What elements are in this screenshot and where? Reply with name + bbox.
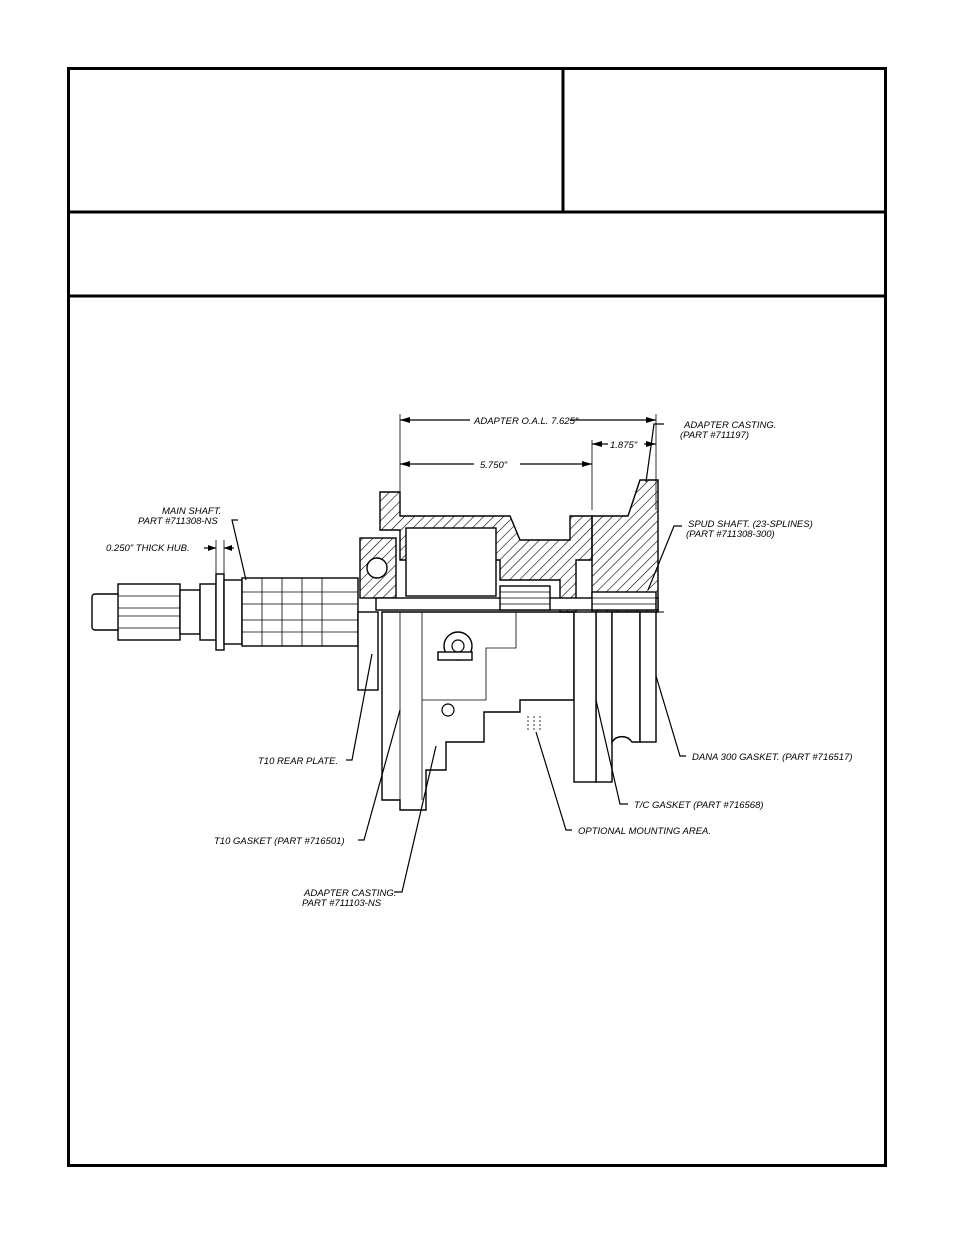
label-spud-shaft-2: (PART #711308-300) — [686, 529, 775, 540]
dimension-lines — [204, 414, 657, 574]
label-adapter-casting-rear-1: ADAPTER CASTING. — [683, 420, 776, 431]
main-shaft — [91, 573, 359, 651]
label-thick-hub: 0.250" THICK HUB. — [106, 543, 190, 554]
label-main-shaft-2: PART #711308-NS — [138, 516, 218, 527]
title-block — [67, 67, 887, 1167]
label-adapter-casting-front-2: PART #711103-NS — [302, 898, 382, 909]
label-main-shaft-1: MAIN SHAFT. — [162, 506, 221, 517]
rear-adapter-casting — [379, 479, 659, 783]
label-adapter-casting-rear-2: (PART #711197) — [680, 430, 749, 441]
label-t10-rear-plate: T10 REAR PLATE. — [258, 756, 338, 767]
bearing — [359, 537, 397, 599]
adapter-assembly-drawing — [91, 479, 664, 811]
label-dim-5750: 5.750" — [480, 460, 508, 471]
optional-mounting-marks — [527, 716, 541, 730]
label-adapter-oal: ADAPTER O.A.L. 7.625" — [473, 416, 579, 427]
label-spud-shaft-1: SPUD SHAFT. (23-SPLINES) — [688, 519, 813, 530]
label-dana-gasket: DANA 300 GASKET. (PART #716517) — [692, 752, 853, 763]
label-adapter-casting-front-1: ADAPTER CASTING. — [303, 888, 396, 899]
label-optional-mounting: OPTIONAL MOUNTING AREA. — [578, 826, 711, 837]
label-dim-1875: 1.875" — [610, 440, 638, 451]
callout-labels: ADAPTER O.A.L. 7.625" 1.875" 5.750" ADAP… — [106, 416, 853, 909]
label-tc-gasket: T/C GASKET (PART #716568) — [634, 800, 764, 811]
spud-shaft — [375, 527, 659, 611]
front-adapter-casting — [381, 611, 575, 811]
label-t10-gasket: T10 GASKET (PART #716501) — [214, 836, 345, 847]
leader-lines — [231, 423, 686, 893]
